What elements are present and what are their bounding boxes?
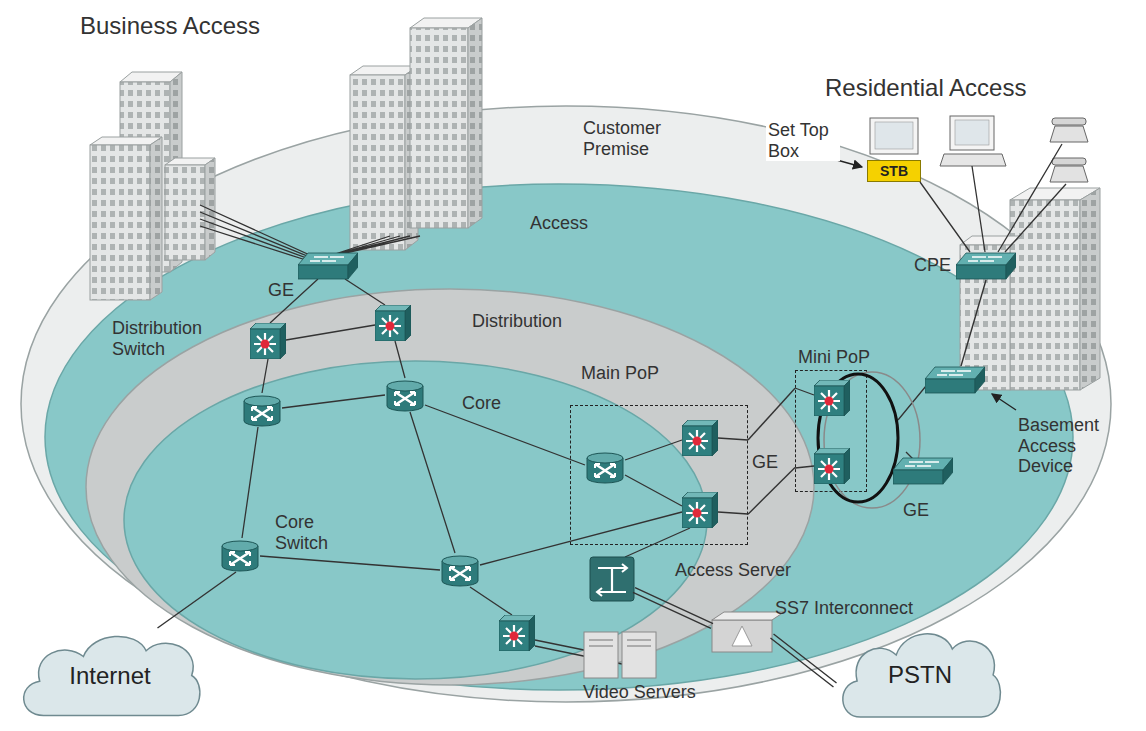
label-holder: GE [903, 500, 929, 521]
label-holder: GE [752, 452, 778, 473]
device-label: Video Servers [583, 682, 696, 703]
label-holder: Business Access [80, 12, 260, 40]
link-label: GE [752, 452, 778, 473]
band-label: Core [462, 393, 501, 414]
device-label: Core Switch [275, 512, 350, 553]
link-label: Set Top Box [766, 120, 840, 161]
network-link [748, 468, 795, 515]
label-holder: GE [268, 280, 294, 301]
network-link [770, 634, 836, 687]
band-label: Customer Premise [583, 118, 683, 159]
device-label: SS7 Interconnect [775, 598, 913, 619]
band-label: Distribution [472, 311, 562, 332]
node-label: Mini PoP [798, 347, 870, 368]
area-title: Business Access [80, 12, 260, 40]
node-label: Main PoP [581, 363, 659, 384]
network-link [748, 388, 795, 440]
link-label: GE [268, 280, 294, 301]
label-holder: Residential Access [825, 74, 1026, 102]
area-title: Residential Access [825, 74, 1026, 102]
network-link [633, 588, 713, 629]
network-link [961, 280, 986, 366]
device-label: Access Server [675, 560, 791, 581]
node-label: STB [880, 163, 908, 179]
node-label: PSTN [888, 661, 952, 689]
device-label: Basement Access Device [1018, 415, 1108, 477]
device-label: Distribution Switch [112, 318, 222, 359]
node-label: Internet [69, 662, 150, 690]
label-holder: Set Top Box [766, 120, 840, 161]
internet-cloud: Internet [15, 628, 205, 723]
pstn-cloud: PSTN [835, 625, 1005, 725]
network-link [158, 572, 237, 628]
band-label: Access [530, 213, 588, 234]
device-label: CPE [914, 255, 951, 276]
link-label: GE [903, 500, 929, 521]
set-top-box: STB [867, 160, 921, 182]
